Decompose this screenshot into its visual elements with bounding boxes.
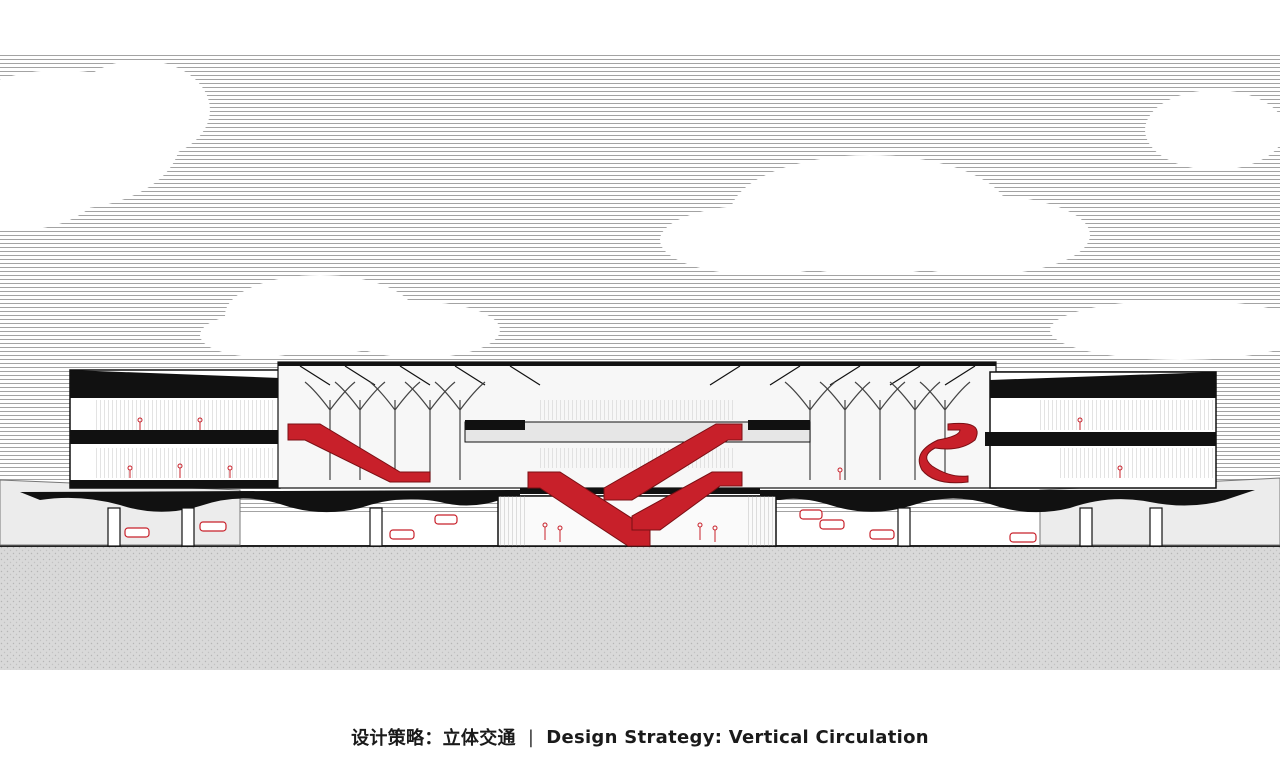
caption-chinese: 设计策略：立体交通 bbox=[351, 728, 516, 749]
cloud-right bbox=[660, 90, 1280, 360]
caption-english: Design Strategy: Vertical Circulation bbox=[546, 726, 929, 748]
cars bbox=[124, 509, 1037, 543]
main-slab bbox=[20, 490, 520, 513]
cloud-center bbox=[200, 275, 500, 358]
escalator-center-left bbox=[527, 471, 651, 547]
cloud-left bbox=[0, 60, 210, 230]
people bbox=[127, 417, 1123, 542]
escalator-center-lower bbox=[631, 471, 743, 531]
escalator-left-upper bbox=[287, 423, 431, 483]
caption-separator: | bbox=[527, 726, 535, 748]
caption: 设计策略：立体交通 | Design Strategy: Vertical Circ… bbox=[0, 724, 1280, 752]
escalator-center-right bbox=[603, 423, 743, 501]
escalators bbox=[287, 422, 978, 547]
spiral-stair bbox=[918, 422, 978, 484]
ground-section bbox=[0, 546, 1280, 670]
